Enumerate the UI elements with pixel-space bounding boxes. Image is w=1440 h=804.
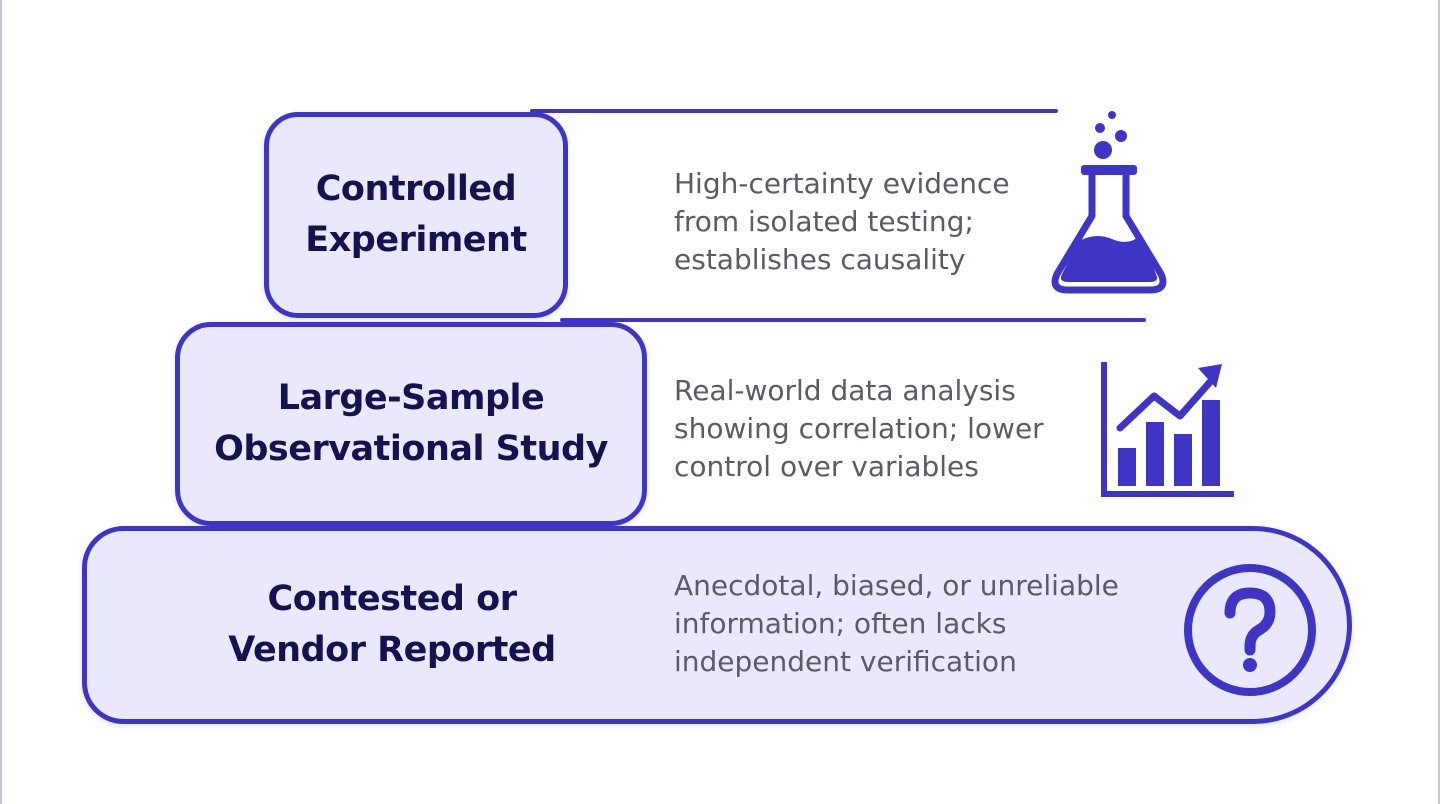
tier-3-description-line-2: information; often lacks	[674, 607, 1007, 640]
tier-1-bottom-line	[560, 318, 1146, 322]
tier-2-description-line-2: showing correlation; lower	[674, 412, 1044, 445]
tier-3-description-line-3: independent verification	[674, 645, 1017, 678]
frame-left-edge	[0, 0, 2, 804]
tier-1-title-line-2: Experiment	[305, 220, 527, 260]
tier-1-description: High-certainty evidence from isolated te…	[674, 165, 1010, 279]
tier-1-description-line-3: establishes causality	[674, 243, 966, 276]
tier-3-description: Anecdotal, biased, or unreliable informa…	[674, 567, 1119, 681]
tier-1-title: Controlled Experiment	[305, 164, 527, 266]
tier-2-title: Large-Sample Observational Study	[214, 373, 608, 475]
tier-3-description-line-1: Anecdotal, biased, or unreliable	[674, 569, 1119, 602]
tier-2-title-line-2: Observational Study	[214, 429, 608, 469]
tier-2-description-line-1: Real-world data analysis	[674, 374, 1016, 407]
tier-3-title-line-1: Contested or	[267, 579, 517, 619]
tier-3-title-line-2: Vendor Reported	[228, 630, 556, 670]
tier-1-top-line	[530, 109, 1058, 113]
tier-2-box: Large-Sample Observational Study	[175, 322, 647, 526]
tier-1-title-line-1: Controlled	[315, 169, 517, 209]
tier-2-description-line-3: control over variables	[674, 450, 979, 483]
tier-3-box: Contested or Vendor Reported	[82, 526, 1352, 724]
tier-1-description-line-2: from isolated testing;	[674, 205, 974, 238]
tier-2-description: Real-world data analysis showing correla…	[674, 372, 1044, 486]
frame-right-edge	[1438, 0, 1440, 804]
question-circle-icon	[1184, 564, 1316, 696]
tier-1-description-line-1: High-certainty evidence	[674, 167, 1010, 200]
tier-3-title: Contested or Vendor Reported	[87, 574, 697, 676]
flask-icon	[1051, 111, 1167, 294]
bar-chart-trend-icon	[1101, 362, 1234, 497]
tier-1-box: Controlled Experiment	[264, 112, 568, 318]
tier-2-title-line-1: Large-Sample	[277, 378, 545, 418]
